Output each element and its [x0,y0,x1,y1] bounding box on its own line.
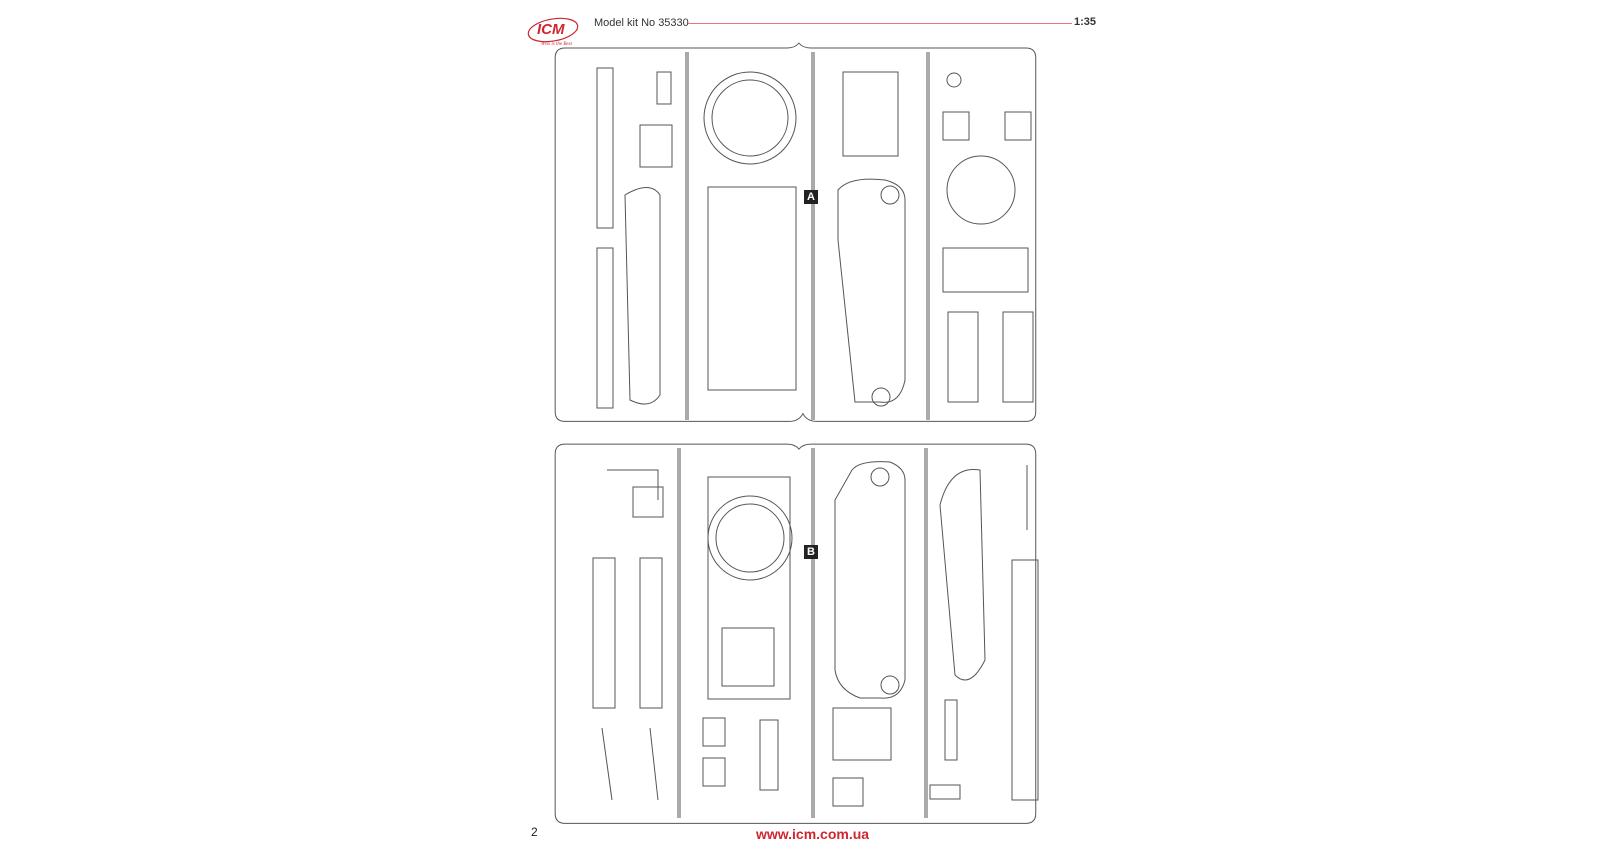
scale-label: 1:35 [1074,16,1097,28]
sprue-b-label: B [804,545,818,559]
sprue-b-frame [554,443,1039,824]
header-rule [688,23,1072,24]
kit-number: Model kit No 35330 [594,17,689,29]
sprue-a-label: A [804,190,818,204]
svg-text:ICM: ICM [537,21,565,38]
icm-logo: ICM Who is the Best [527,14,583,48]
page-number: 2 [531,825,538,839]
svg-text:Who is the Best: Who is the Best [541,42,573,47]
sprue-a-frame [554,42,1037,422]
website-link[interactable]: www.icm.com.ua [756,826,870,842]
